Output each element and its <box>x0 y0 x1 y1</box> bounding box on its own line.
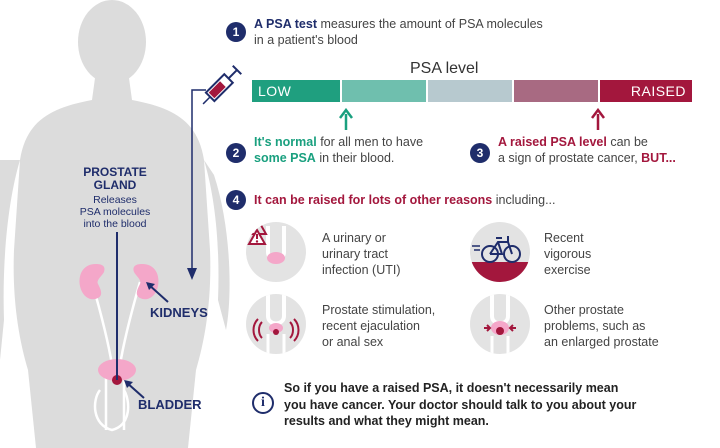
reason-uti-text: A urinary or urinary tract infection (UT… <box>322 231 401 277</box>
step-1-number: 1 <box>226 22 246 42</box>
blood-path-connector <box>187 89 206 280</box>
psa-level-bar: LOW RAISED <box>252 80 692 102</box>
right-kidney-icon <box>133 264 159 300</box>
step-3-text: A raised PSA level can be a sign of pros… <box>498 135 676 165</box>
step-4-text: It can be raised for lots of other reaso… <box>254 193 556 207</box>
kidneys-pointer-arrow <box>146 282 169 303</box>
psa-bar-segment-4 <box>514 80 600 102</box>
reason-enlarged-prostate-text: Other prostate problems, such as an enla… <box>544 303 659 349</box>
bicycle-icon <box>470 222 530 282</box>
step-1-text: A PSA test measures the amount of PSA mo… <box>254 17 543 47</box>
step-4-number: 4 <box>226 190 246 210</box>
psa-bar-segment-2 <box>342 80 428 102</box>
prostate-gland-label: PROSTATE GLAND <box>83 165 147 192</box>
reason-exercise-text: Recent vigorous exercise <box>544 231 592 277</box>
bladder-label: BLADDER <box>138 397 202 412</box>
psa-low-label: LOW <box>258 83 292 99</box>
enlarged-prostate-icon <box>470 294 530 354</box>
prostate-stimulation-icon <box>246 294 306 354</box>
step-2-text: It's normal for all men to have some PSA… <box>254 135 424 165</box>
syringe-icon <box>202 65 242 105</box>
conclusion-text: So if you have a raised PSA, it doesn't … <box>284 381 637 428</box>
step-2-number: 2 <box>226 143 246 163</box>
prostate-gland-icon <box>112 375 122 385</box>
psa-bar-segment-raised: RAISED <box>600 80 692 102</box>
prostate-pointer-line <box>116 232 118 380</box>
step-3-number: 3 <box>470 143 490 163</box>
reason-stimulation-text: Prostate stimulation, recent ejaculation… <box>322 303 436 349</box>
psa-bar-segment-3 <box>428 80 514 102</box>
normal-level-arrow-icon <box>339 108 353 130</box>
kidneys-label: KIDNEYS <box>150 305 208 320</box>
psa-raised-label: RAISED <box>630 83 686 99</box>
bladder-pointer-arrow <box>124 380 145 399</box>
raised-level-arrow-icon <box>591 108 605 130</box>
left-kidney-icon <box>79 264 105 300</box>
info-icon: i <box>252 392 274 414</box>
psa-bar-segment-low: LOW <box>252 80 342 102</box>
psa-level-title: PSA level <box>410 60 479 77</box>
prostate-gland-description: Releases PSA molecules into the blood <box>79 194 151 230</box>
uti-warning-icon <box>246 222 306 282</box>
